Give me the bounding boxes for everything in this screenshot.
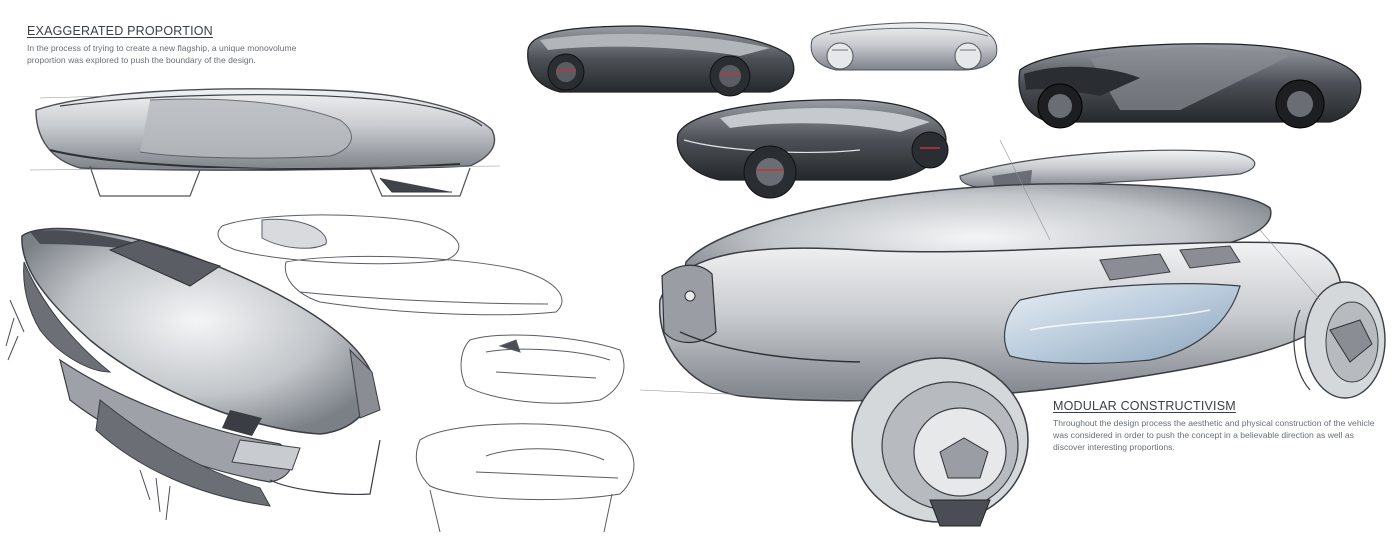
sketch-dark-suv-front	[527, 25, 795, 97]
sketch-dark-suv-rear	[676, 99, 949, 199]
sketch-line-studies	[217, 214, 635, 533]
sketch-modular-exploded-render	[639, 139, 1386, 527]
sketch-dark-suv-three-quarter	[1018, 43, 1362, 129]
caption-body: In the process of trying to create a new…	[27, 43, 297, 65]
caption-title: MODULAR CONSTRUCTIVISM	[1053, 399, 1236, 413]
sketch-top-view-body	[5, 227, 381, 521]
caption-modular-constructivism: MODULAR CONSTRUCTIVISM Throughout the de…	[1053, 399, 1388, 453]
caption-body: Throughout the design process the aesthe…	[1053, 418, 1375, 452]
sketch-side-view-monovolume	[29, 88, 501, 197]
caption-exaggerated-proportion: EXAGGERATED PROPORTION In the process of…	[27, 24, 337, 66]
caption-title: EXAGGERATED PROPORTION	[27, 24, 213, 38]
sketch-light-suv-side	[810, 22, 998, 71]
